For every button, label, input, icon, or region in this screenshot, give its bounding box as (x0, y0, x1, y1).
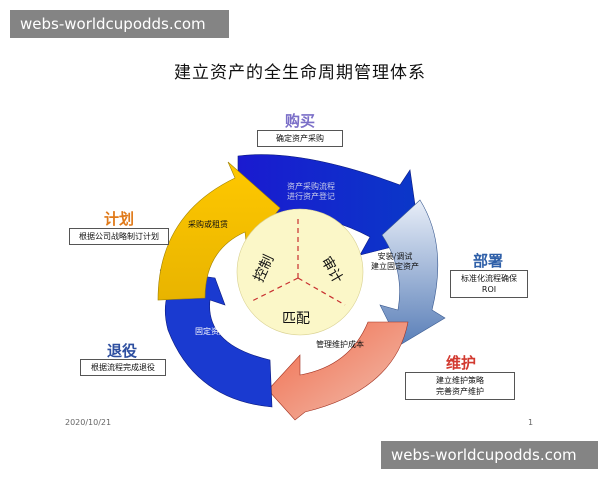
stage-label-maintain: 维护 (445, 354, 476, 372)
footer-date: 2020/10/21 (65, 418, 112, 427)
arrow-text-gold-left: 采购或租赁 (188, 220, 228, 229)
center-circle (236, 208, 364, 336)
arrow-steel-right (379, 199, 446, 346)
divider-3 (297, 277, 346, 306)
arrow-red-bottom (267, 321, 409, 421)
arrow-text-blue-top: 资产采购流程 进行资产登记 (287, 182, 335, 201)
stage-box-retire: 根据流程完成退役 (80, 359, 166, 376)
stage-box-maintain: 建立维护策略 完善资产维护 (405, 372, 515, 400)
arrow-text-red-bottom: 管理维护成本 (316, 340, 364, 349)
stage-box-plan: 根据公司战略制订计划 (69, 228, 169, 245)
stage-box-deploy: 标准化流程确保 ROI (450, 270, 528, 298)
stage-label-purchase: 购买 (284, 112, 315, 130)
stage-label-plan: 计划 (103, 210, 134, 228)
diagram-title: 建立资产的全生命周期管理体系 (174, 63, 426, 83)
watermark-bottom: webs-worldcupodds.com (381, 441, 598, 469)
center-label-match: 匹配 (282, 311, 310, 327)
arrow-gold-left (157, 161, 281, 301)
stage-box-purchase: 确定资产采购 (257, 130, 343, 147)
arrow-text-steel-right: 安装/调试 建立固定资产 (371, 252, 419, 271)
stage-label-deploy: 部署 (472, 252, 503, 270)
arrow-text-blue-left: 固定资产处置 (195, 327, 243, 336)
watermark-top: webs-worldcupodds.com (10, 10, 229, 38)
footer-page: 1 (528, 418, 534, 427)
stage-label-retire: 退役 (106, 342, 137, 360)
